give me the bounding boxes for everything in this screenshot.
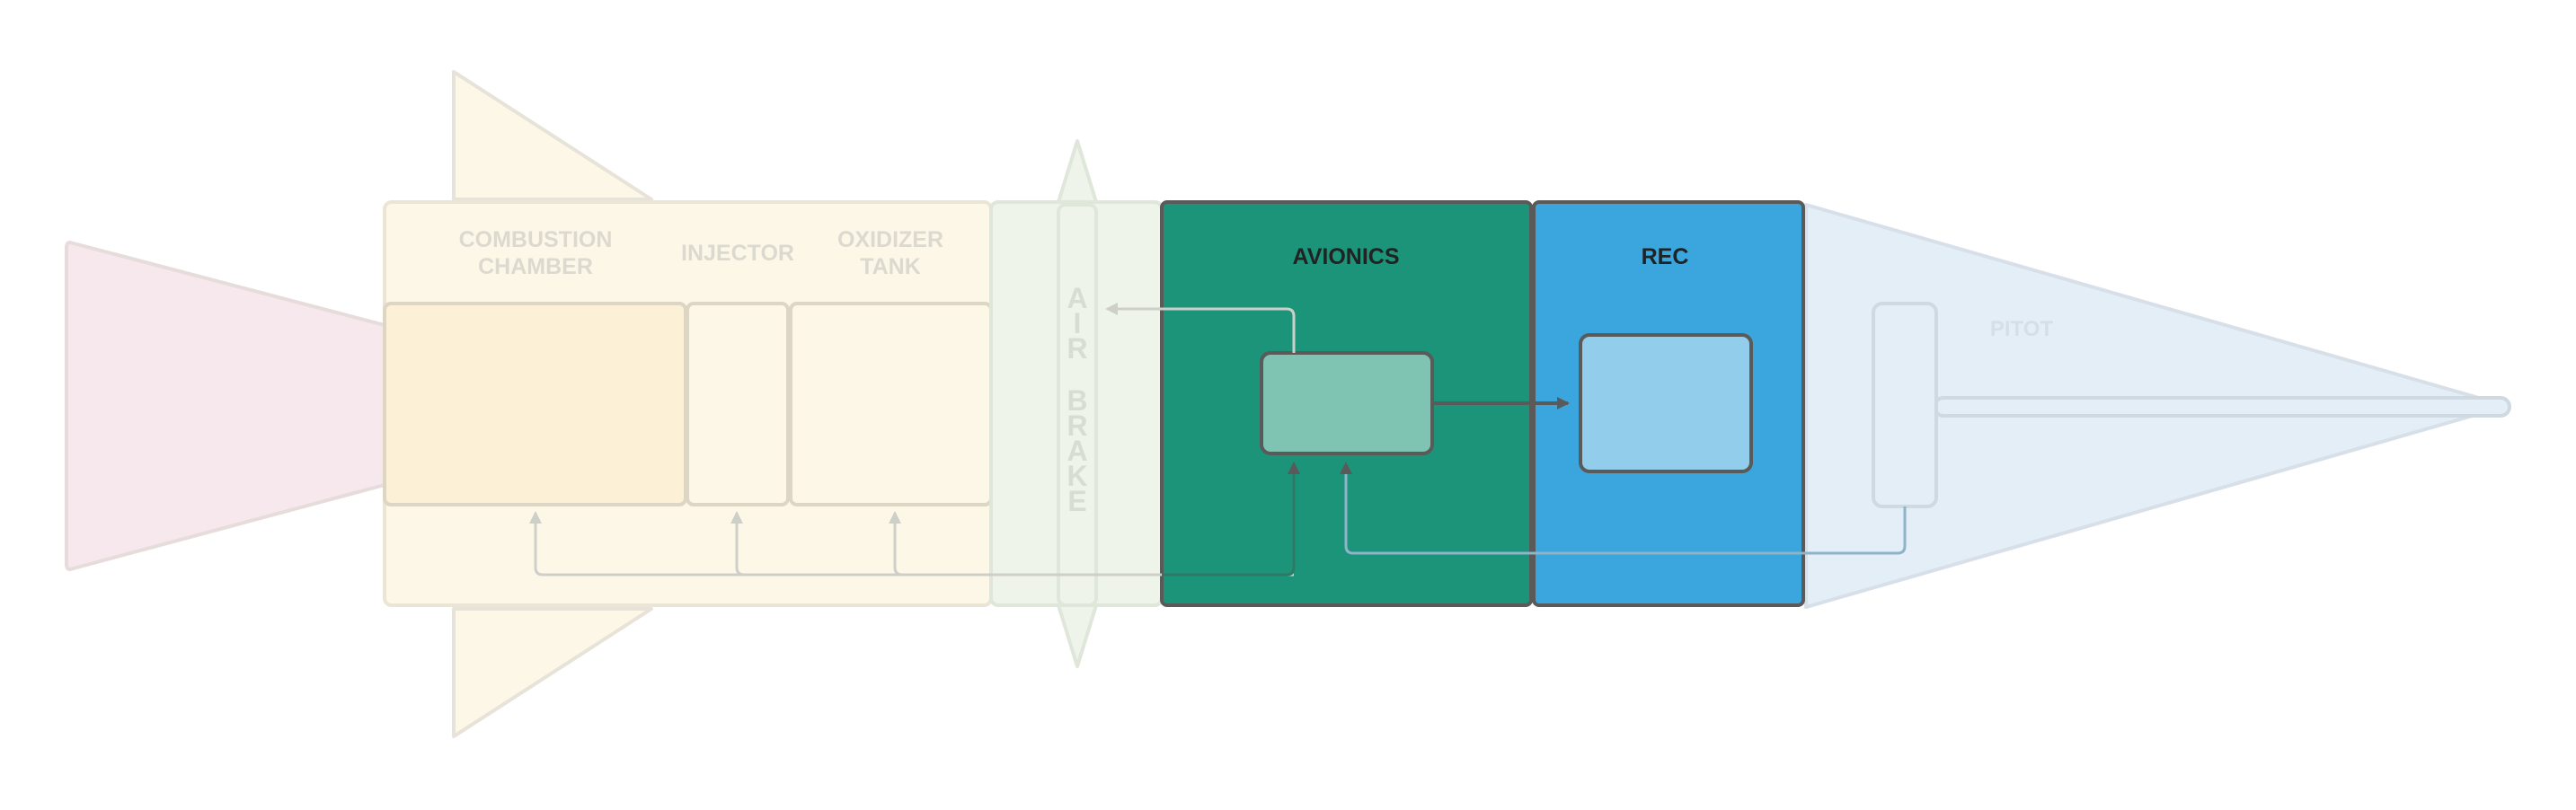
oxidizer-tank bbox=[789, 302, 993, 506]
combustion-chamber bbox=[383, 302, 687, 506]
recovery-module bbox=[1579, 333, 1753, 473]
top-fin bbox=[452, 70, 653, 201]
avionics-to-airbrake-line bbox=[1105, 303, 1296, 353]
nozzle bbox=[65, 241, 386, 571]
combustion-chamber-label-line2: CHAMBER bbox=[478, 254, 593, 279]
air-brake-column bbox=[1057, 203, 1098, 607]
oxidizer-tank-label-line2: TANK bbox=[860, 254, 921, 279]
bus-to-injector-line bbox=[730, 511, 745, 577]
avionics-label: AVIONICS bbox=[1293, 244, 1400, 269]
air-brake-letter: R bbox=[1067, 409, 1087, 442]
pitot-tube bbox=[1933, 396, 2511, 418]
injector bbox=[686, 302, 790, 506]
recovery-label: REC bbox=[1642, 244, 1689, 269]
combustion-chamber-label-line1: COMBUSTION bbox=[459, 227, 613, 252]
injector-label: INJECTOR bbox=[681, 241, 794, 266]
oxidizer-tank-label-line1: OXIDIZER bbox=[837, 227, 943, 252]
pitot-to-avionics-line bbox=[1340, 462, 1907, 555]
air-brake-letter: I bbox=[1074, 307, 1082, 339]
air-brake-letter: E bbox=[1067, 485, 1086, 517]
air-brake-letter: B bbox=[1067, 384, 1087, 417]
propulsion-to-avionics-line bbox=[1162, 462, 1300, 577]
air-brake-letter: A bbox=[1067, 282, 1087, 314]
air-brake-letter: R bbox=[1067, 332, 1087, 365]
pitot-label: PITOT bbox=[1990, 317, 2054, 341]
air-brake-letter: A bbox=[1067, 435, 1087, 467]
avionics-to-propulsion-bus bbox=[529, 511, 1294, 577]
air-brake-label: A I R B R A K E bbox=[1067, 282, 1087, 517]
avionics-flight-computer bbox=[1260, 351, 1434, 455]
air-brake-top-tab bbox=[1057, 139, 1098, 204]
air-brake-letter: K bbox=[1067, 460, 1087, 492]
bottom-fin bbox=[452, 607, 653, 738]
pitot-sensor bbox=[1872, 302, 1938, 508]
air-brake-bottom-tab bbox=[1057, 603, 1098, 668]
bus-to-oxidizer-line bbox=[889, 511, 903, 577]
